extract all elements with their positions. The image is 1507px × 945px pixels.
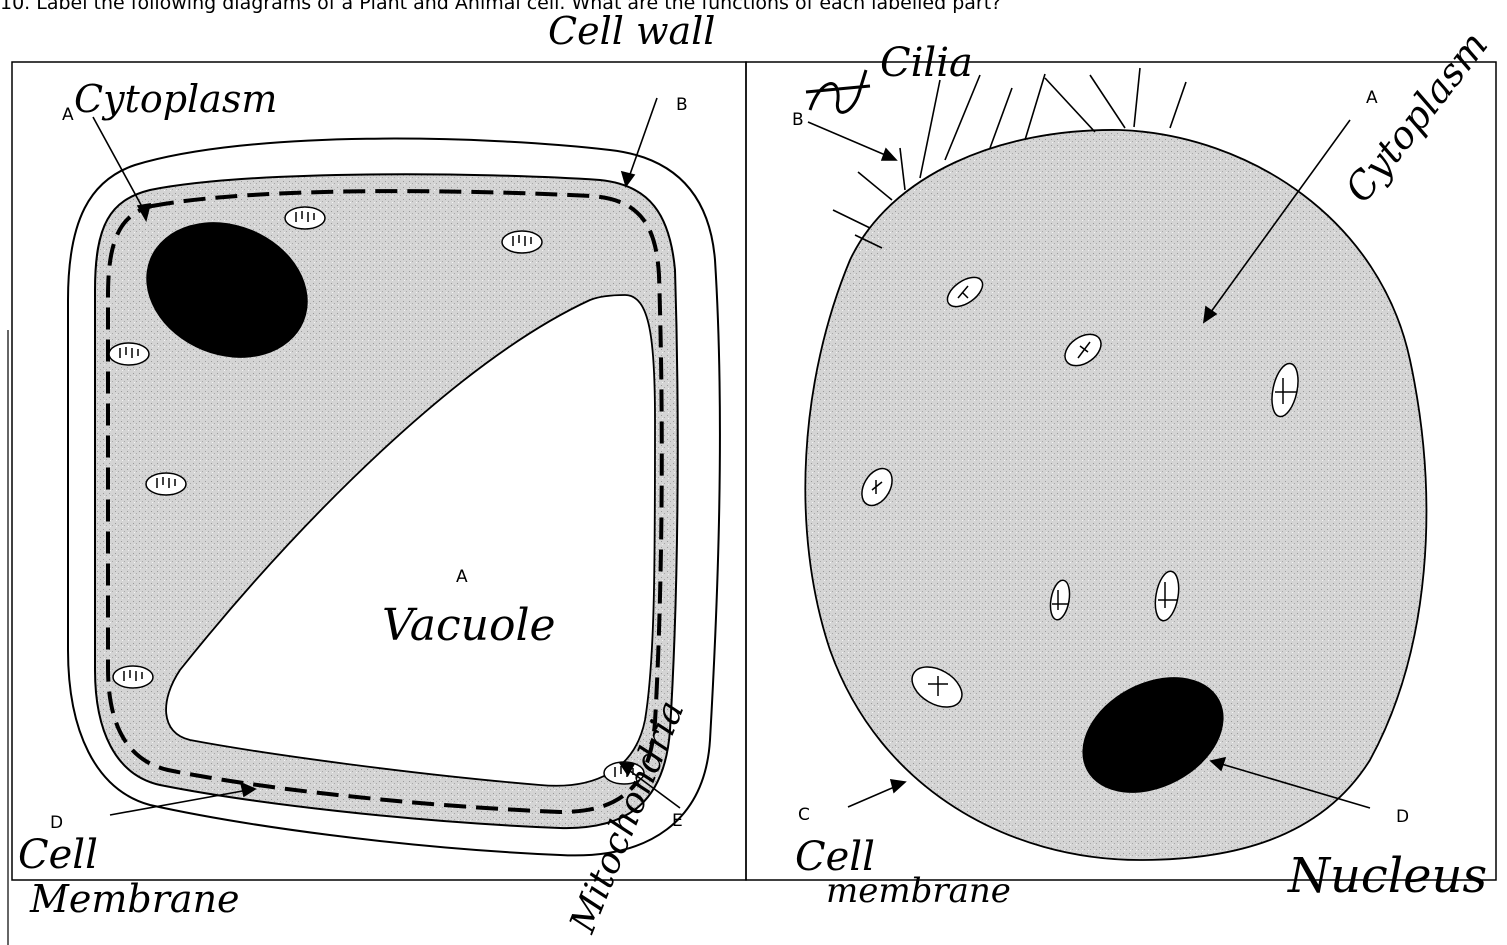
animal-letter-cytoplasm: A bbox=[1366, 88, 1378, 108]
animal-letter-cell-membrane: C bbox=[798, 805, 810, 825]
mitochondrion-icon bbox=[109, 343, 149, 365]
animal-label-cilia: Cilia bbox=[880, 40, 973, 86]
plant-label-cell-membrane-line2: Membrane bbox=[29, 877, 240, 921]
animal-label-nucleus: Nucleus bbox=[1287, 848, 1487, 904]
cross-out-scribble bbox=[806, 70, 870, 112]
animal-label-cytoplasm: Cytoplasm bbox=[1336, 23, 1496, 210]
plant-label-cell-wall: Cell wall bbox=[548, 9, 715, 53]
animal-letter-cilia: B bbox=[792, 110, 804, 130]
animal-cell: B A C D Cilia Cytoplasm Cell membrane Nu… bbox=[792, 23, 1496, 911]
plant-letter-vacuole: A bbox=[456, 567, 468, 587]
plant-letter-cell-wall: B bbox=[676, 95, 688, 115]
plant-letter-cell-membrane: D bbox=[50, 813, 63, 833]
mitochondrion-icon bbox=[113, 666, 153, 688]
mitochondrion-icon bbox=[502, 231, 542, 253]
animal-letter-nucleus: D bbox=[1396, 807, 1409, 827]
plant-cell: A B A D E Cytoplasm Cell wall Vacuole Ce… bbox=[18, 9, 720, 939]
plant-letter-cytoplasm: A bbox=[62, 105, 74, 125]
plant-label-vacuole: Vacuole bbox=[382, 600, 556, 651]
plant-letter-mitochondria: E bbox=[672, 811, 683, 831]
plant-label-cytoplasm: Cytoplasm bbox=[74, 77, 277, 121]
animal-label-cell-membrane-line2: membrane bbox=[826, 871, 1011, 911]
mitochondrion-icon bbox=[285, 207, 325, 229]
plant-label-cell-membrane-line1: Cell bbox=[18, 832, 98, 878]
mitochondrion-icon bbox=[146, 473, 186, 495]
